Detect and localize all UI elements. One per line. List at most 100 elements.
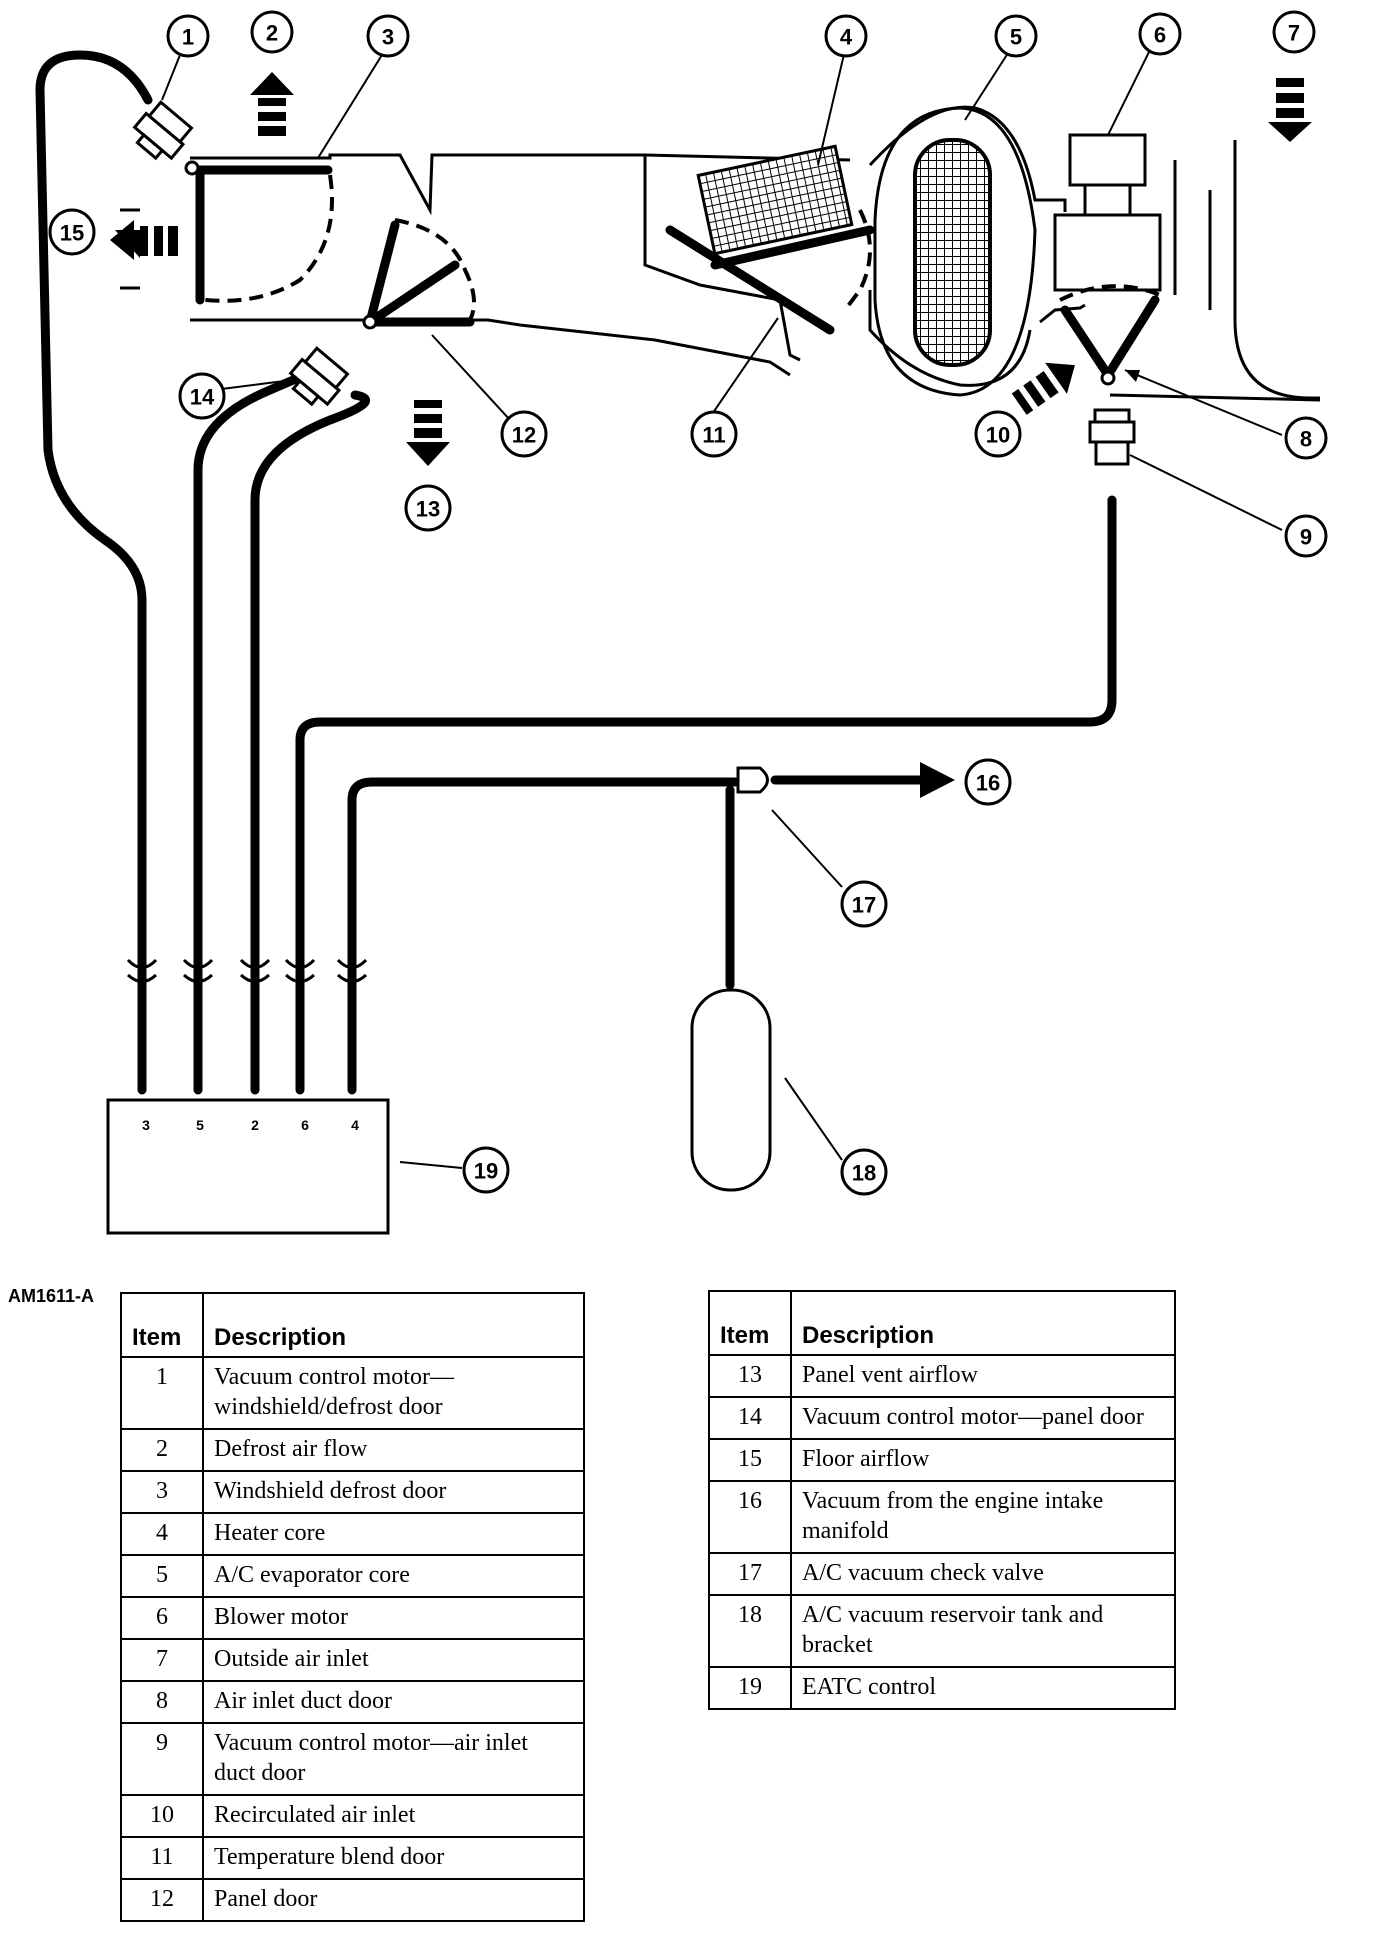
callout-4-label: 4: [840, 25, 853, 50]
callout-2: [250, 10, 294, 54]
reservoir-tank: [690, 988, 772, 1192]
callout-2-label: 2: [266, 21, 278, 46]
callout-1: [166, 14, 210, 58]
item-description: Vacuum control motor—windshield/defrost …: [202, 1356, 585, 1430]
item-description: Outside air inlet: [202, 1638, 585, 1682]
item-description: Vacuum control motor—panel door: [790, 1396, 1176, 1440]
item-description: Windshield defrost door: [202, 1470, 585, 1514]
port-label: 2: [251, 1117, 259, 1133]
item-column-header: Item: [708, 1290, 792, 1356]
defrost-door: [195, 165, 334, 305]
hose-motor-9: [295, 495, 1117, 1095]
leader-arrowhead: [1125, 370, 1140, 382]
item-number: 16: [708, 1480, 792, 1554]
callout-13: [404, 484, 452, 532]
plenum-housing: [120, 105, 1321, 402]
callout-12: [500, 410, 548, 458]
callout-7-label: 7: [1288, 21, 1300, 46]
temperature-blend-door: [665, 209, 875, 335]
item-number: 11: [120, 1836, 204, 1880]
item-description: EATC control: [790, 1666, 1176, 1710]
item-number: 5: [120, 1554, 204, 1598]
callout-15-label: 15: [60, 221, 84, 246]
callout-12-label: 12: [512, 423, 536, 448]
callout-numbers: 1 2 3 4 5 6 7 8 9 10 11 12 13 14 15 16 1…: [60, 21, 1312, 1186]
callout-3-label: 3: [382, 25, 394, 50]
callout-3: [366, 14, 410, 58]
check-valve: [736, 766, 769, 794]
floor-airflow-arrow-icon: [110, 220, 178, 260]
item-description: Vacuum control motor—air inlet duct door: [202, 1722, 585, 1796]
recirculated-air-arrow-icon: [1011, 362, 1075, 415]
item-number: 18: [708, 1594, 792, 1668]
hose-check-valve: [347, 777, 740, 1095]
callout-19-label: 19: [474, 1159, 498, 1184]
callout-10-label: 10: [986, 423, 1010, 448]
callout-19: [462, 1146, 510, 1194]
callout-17-label: 17: [852, 893, 876, 918]
hose-motor-14-b: [250, 390, 371, 1095]
legend-header-row: Item Description: [708, 1290, 1176, 1356]
item-description: Blower motor: [202, 1596, 585, 1640]
intake-arrow-icon: [920, 762, 955, 798]
legend-header-row: Item Description: [120, 1292, 585, 1358]
item-description: Heater core: [202, 1512, 585, 1556]
eatc-control-box: [106, 1098, 390, 1235]
callout-11-label: 11: [702, 423, 725, 448]
item-number: 13: [708, 1354, 792, 1398]
item-description: Temperature blend door: [202, 1836, 585, 1880]
item-description: Panel vent airflow: [790, 1354, 1176, 1398]
item-number: 8: [120, 1680, 204, 1724]
item-description: A/C vacuum reservoir tank and bracket: [790, 1594, 1176, 1668]
figure-code: AM1611-A: [8, 1286, 95, 1306]
callout-16-label: 16: [976, 771, 1000, 796]
description-column-header: Description: [202, 1292, 585, 1358]
hose-connectors: [126, 958, 368, 983]
outside-air-arrow-icon: [1268, 78, 1312, 142]
hose-motor-14-a: [193, 370, 310, 1095]
item-description: Panel door: [202, 1878, 585, 1922]
callout-17: [840, 880, 888, 928]
callout-16: [964, 758, 1012, 806]
blower-motor: [1053, 133, 1162, 292]
item-description: Air inlet duct door: [202, 1680, 585, 1724]
callout-5-label: 5: [1010, 25, 1022, 50]
item-description: A/C vacuum check valve: [790, 1552, 1176, 1596]
callout-15: [48, 208, 96, 256]
item-number: 4: [120, 1512, 204, 1556]
callout-14: [178, 372, 226, 420]
evaporator-core: [873, 106, 1037, 397]
item-number: 19: [708, 1666, 792, 1710]
item-number: 7: [120, 1638, 204, 1682]
callout-5: [994, 14, 1038, 58]
item-description: Floor airflow: [790, 1438, 1176, 1482]
callout-8-label: 8: [1300, 427, 1312, 452]
item-number: 9: [120, 1722, 204, 1796]
leader-lines: [161, 49, 1283, 1169]
callout-14-label: 14: [190, 385, 215, 410]
callout-13-label: 13: [416, 497, 440, 522]
vacuum-hoses: [35, 50, 1117, 1095]
callout-18: [840, 1148, 888, 1196]
control-port-numbers: 3 5 2 6 4: [142, 1117, 359, 1133]
air-inlet-door: [1059, 284, 1161, 380]
item-number: 17: [708, 1552, 792, 1596]
hose-motor-1: [35, 50, 153, 1095]
port-label: 4: [351, 1117, 359, 1133]
item-description: Defrost air flow: [202, 1428, 585, 1472]
callout-11: [690, 410, 738, 458]
